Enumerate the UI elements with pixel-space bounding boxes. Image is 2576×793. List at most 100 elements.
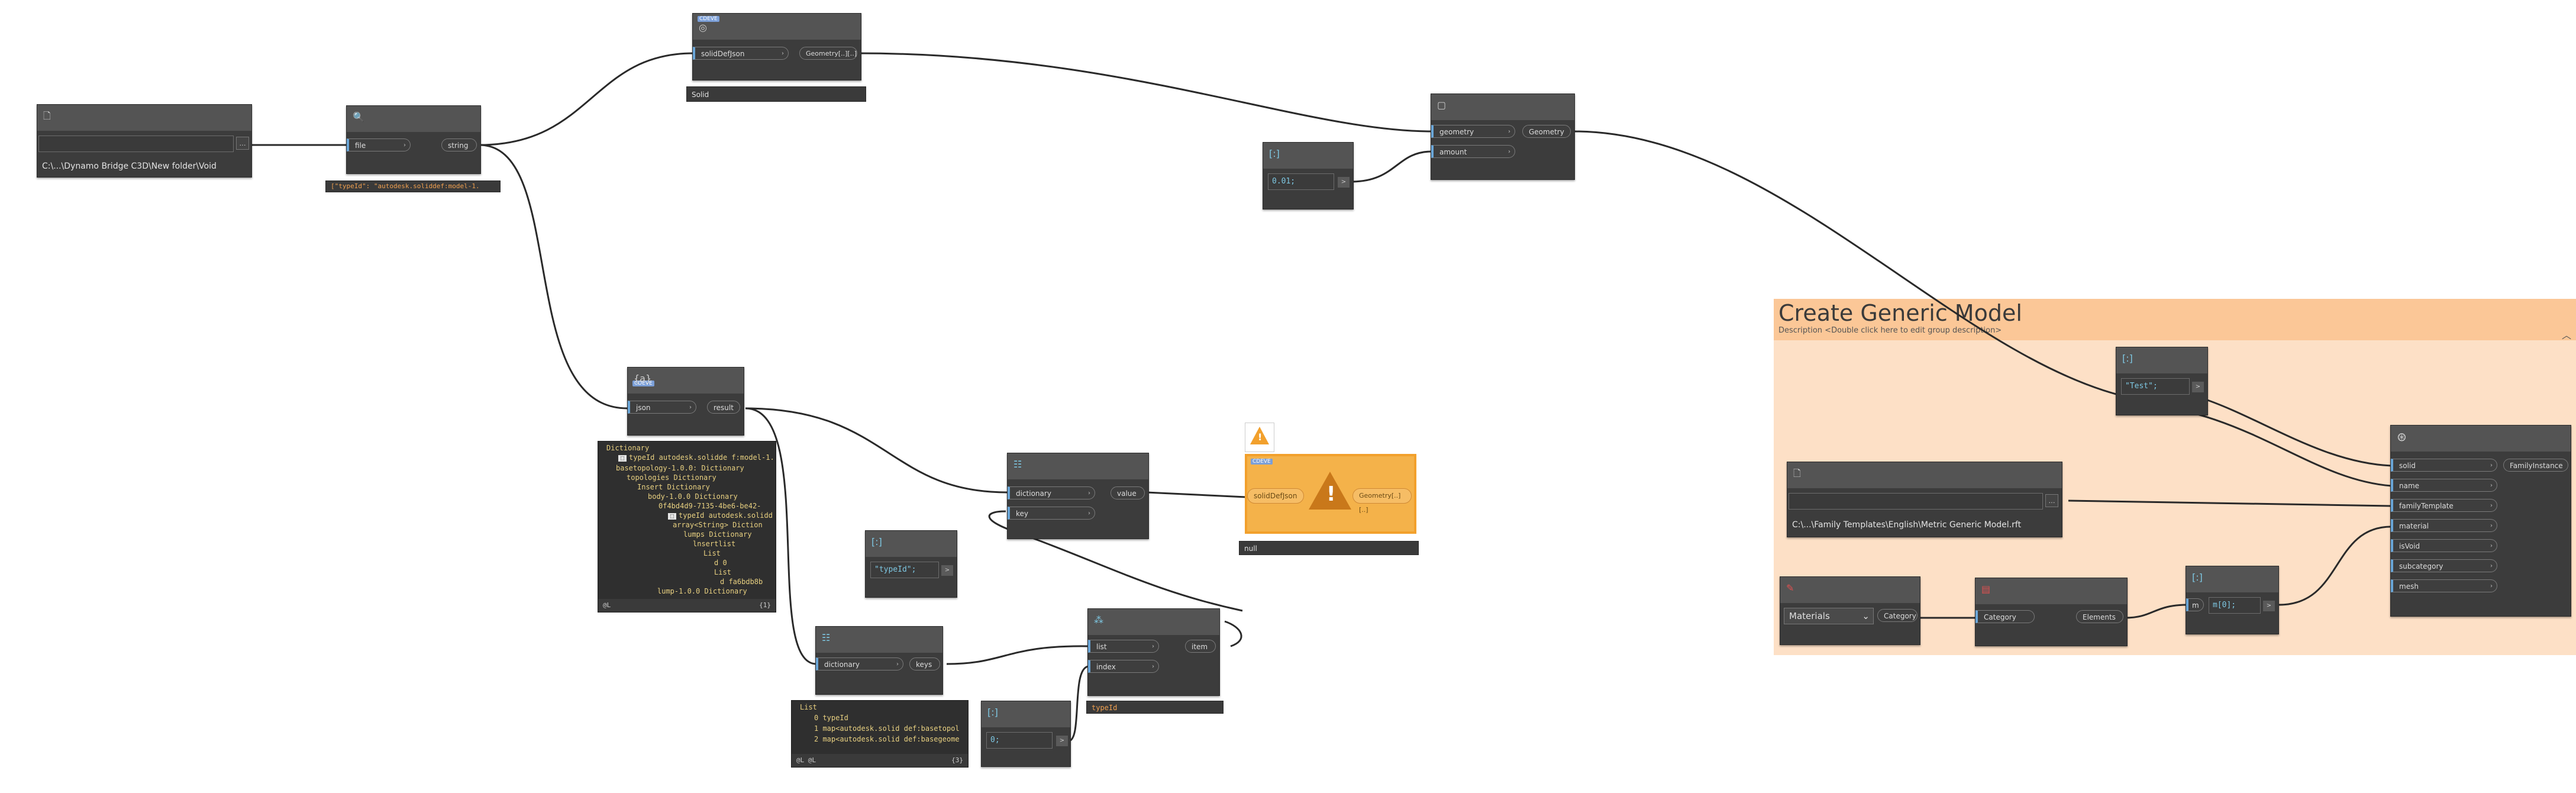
path-field[interactable] (1789, 493, 2043, 510)
collapse-icon[interactable]: ︿ (2561, 330, 2571, 341)
tree-line: array<String> Diction (673, 521, 763, 529)
code-editor[interactable]: 0.01; (1268, 173, 1334, 190)
output-port-familyinstance[interactable]: FamilyInstance (2503, 459, 2568, 472)
input-port-amount[interactable]: amount› (1431, 145, 1515, 158)
package-badge: CDEVE (698, 16, 719, 22)
code-block-node[interactable]: [:] 0.01; > (1263, 142, 1354, 209)
warning-indicator[interactable] (1245, 423, 1274, 452)
package-badge: CDEVE (1251, 459, 1273, 465)
input-port-list[interactable]: list› (1088, 640, 1159, 653)
input-port-dictionary[interactable]: dictionary› (1008, 486, 1095, 499)
output-port-value[interactable]: value (1111, 486, 1145, 499)
node-header[interactable]: 🔍 (347, 106, 480, 132)
family-instance-by-geometry-node[interactable]: ⊛ solid› name› familyTemplate› material›… (2390, 425, 2571, 617)
solid-def-warning-node[interactable]: CDEVE solidDefJson Geometry[..][..] (1245, 454, 1416, 534)
input-port-material[interactable]: material› (2391, 519, 2497, 532)
output-port-string[interactable]: string (441, 138, 477, 151)
input-port-category[interactable]: Category (1975, 610, 2035, 623)
input-port-familytemplate[interactable]: familyTemplate› (2391, 499, 2497, 512)
all-elements-of-category-node[interactable]: ▤ Category Elements (1975, 578, 2128, 646)
code-editor[interactable]: m[0]; (2209, 597, 2261, 614)
browse-button[interactable]: … (2045, 494, 2058, 507)
node-header[interactable]: ☷ (816, 627, 942, 653)
category-icon: ✎ (1786, 582, 1794, 594)
node-header[interactable]: [:] (2186, 566, 2278, 592)
input-port-index[interactable]: index› (1088, 660, 1159, 673)
input-port-json[interactable]: json› (628, 401, 696, 414)
node-header[interactable]: ⊛ (2391, 425, 2571, 452)
output-port-category[interactable]: Category (1877, 609, 1918, 622)
group-header[interactable]: Create Generic Model Description <Double… (1774, 299, 2576, 341)
node-header[interactable]: ⁂ (1088, 609, 1219, 635)
output-port[interactable]: > (2263, 601, 2275, 611)
node-header[interactable]: 🗋 (1787, 462, 2062, 488)
output-port[interactable]: > (1056, 736, 1068, 746)
output-port-geometry[interactable]: Geometry[..][..] (1352, 488, 1412, 514)
input-port-key[interactable]: key› (1008, 507, 1095, 520)
node-header[interactable]: ✎ (1780, 577, 1920, 603)
node-header[interactable]: ▢ (1431, 94, 1574, 120)
node-header[interactable]: [:] (2116, 347, 2207, 373)
output-port-result[interactable]: result (707, 401, 740, 414)
output-port[interactable]: > (2192, 382, 2204, 392)
code-editor[interactable]: "typeId"; (870, 562, 939, 578)
port-label: name (2399, 482, 2420, 490)
tree-line: List (703, 549, 721, 557)
input-port-subcategory[interactable]: subcategory› (2391, 559, 2497, 572)
output-port[interactable]: > (1338, 177, 1350, 188)
code-block-node[interactable]: [:] "typeId"; > (865, 530, 957, 598)
node-header[interactable]: ☷ (1008, 453, 1148, 479)
code-editor[interactable]: 0; (986, 732, 1053, 749)
dictionary-value-at-key-node[interactable]: ☷ dictionary› key› value (1007, 453, 1149, 539)
get-item-at-index-node[interactable]: ⁂ list› index› item (1087, 608, 1220, 696)
node-header[interactable]: ▤ (1975, 578, 2127, 604)
input-port-name[interactable]: name› (2391, 479, 2497, 492)
file-path-node[interactable]: 🗋 … C:\...\Dynamo Bridge C3D\New folder\… (37, 104, 252, 178)
code-block-icon: [:] (871, 536, 882, 547)
code-editor[interactable]: "Test"; (2121, 378, 2190, 395)
node-header[interactable]: CDEVE◎ (693, 14, 861, 40)
category-dropdown[interactable]: Materials⌄ (1784, 608, 1874, 624)
browse-button[interactable]: … (236, 137, 249, 150)
chevron-right-icon: › (2490, 523, 2493, 529)
node-header[interactable]: 🗋 (37, 105, 251, 131)
file-path-node[interactable]: 🗋 … C:\...\Family Templates\English\Metr… (1787, 462, 2062, 537)
output-port-elements[interactable]: Elements (2076, 610, 2123, 623)
geometry-transform-node[interactable]: ▢ geometry› amount› Geometry (1431, 94, 1575, 180)
solid-def-node[interactable]: CDEVE◎ solidDefJson› Geometry[..][..] (692, 13, 861, 80)
code-block-node[interactable]: [:] "Test"; > (2116, 347, 2208, 415)
json-parse-node[interactable]: CDEVE{a} json› result (627, 367, 744, 436)
node-header[interactable]: [:] (982, 701, 1070, 727)
keys-watch-panel[interactable]: List 0 typeId 1 map<autodesk.solid def:b… (791, 700, 969, 768)
node-header[interactable]: [:] (1263, 143, 1353, 169)
categories-node[interactable]: ✎ Materials⌄ Category (1780, 576, 1920, 645)
input-port-isvoid[interactable]: isVoid› (2391, 539, 2497, 552)
output-port-item[interactable]: item (1185, 640, 1216, 653)
dictionary-keys-node[interactable]: ☷ dictionary› keys (815, 626, 943, 695)
code-block-node[interactable]: [:] m m[0]; > (2186, 566, 2279, 634)
dictionary-icon: ☷ (822, 632, 831, 643)
output-port-geometry[interactable]: Geometry[..][..] (799, 47, 857, 60)
input-port-solid[interactable]: solid› (2391, 459, 2497, 472)
output-port-keys[interactable]: keys (909, 657, 940, 670)
output-port[interactable]: > (941, 565, 953, 576)
tree-line-text: typeId autodesk.solidde f:model-1. (629, 453, 774, 462)
node-header[interactable]: CDEVE{a} (628, 368, 744, 394)
watch-tree-panel[interactable]: Dictionary ⬚typeId autodesk.solidde f:mo… (598, 441, 776, 613)
node-header[interactable]: [:] (866, 531, 957, 557)
group-description[interactable]: Description <Double click here to edit g… (1778, 326, 2002, 335)
input-port-m[interactable]: m (2186, 598, 2204, 611)
code-block-node[interactable]: [:] 0; > (981, 701, 1071, 767)
input-port-dictionary[interactable]: dictionary› (816, 657, 903, 670)
input-port-soliddefjson[interactable]: solidDefJson (1247, 488, 1304, 504)
input-port-soliddefjson[interactable]: solidDefJson› (693, 47, 789, 60)
input-port-mesh[interactable]: mesh› (2391, 579, 2497, 592)
file-path-text: C:\...\Dynamo Bridge C3D\New folder\Void (42, 162, 217, 171)
input-port-file[interactable]: file› (347, 138, 411, 151)
input-port-geometry[interactable]: geometry› (1431, 125, 1515, 138)
file-from-path-node[interactable]: 🔍 file› string (346, 105, 481, 174)
magnifier-icon: 🔍 (353, 111, 364, 123)
output-port-geometry[interactable]: Geometry (1522, 125, 1571, 138)
path-field[interactable] (38, 136, 234, 152)
node-preview: Solid (686, 86, 866, 102)
